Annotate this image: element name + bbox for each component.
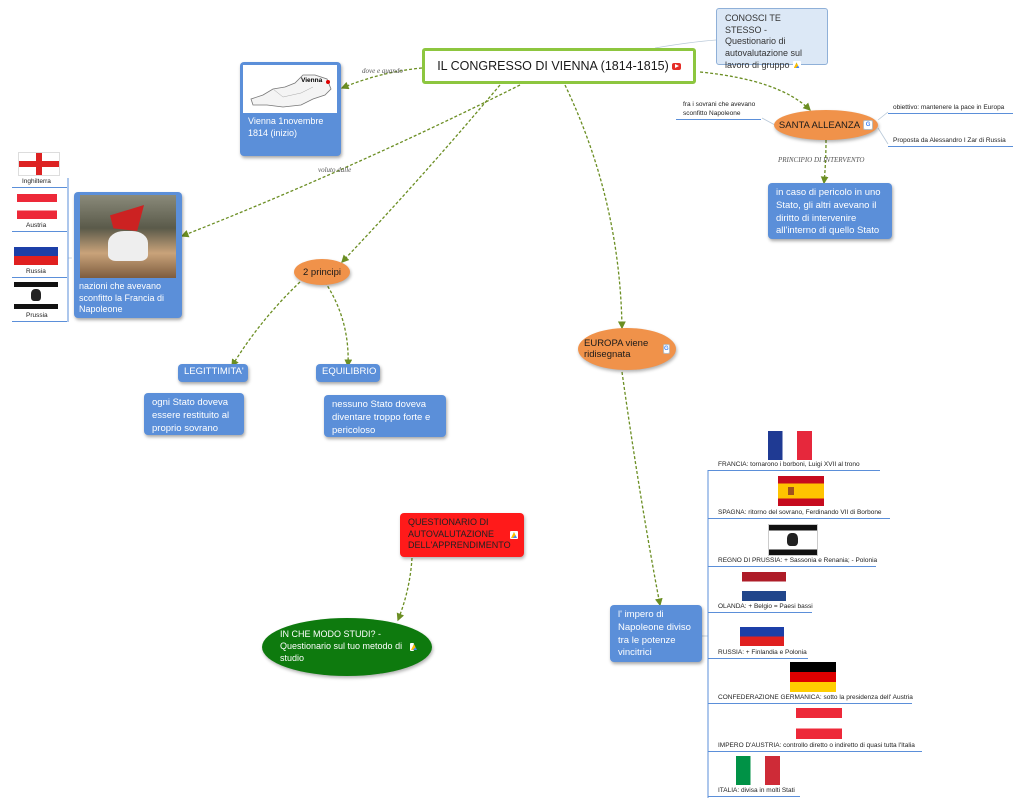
impero-node[interactable]: l' impero di Napoleone diviso tra le pot… [610, 605, 702, 662]
impero-text: l' impero di Napoleone diviso tra le pot… [618, 609, 691, 659]
nations-node[interactable]: nazioni che avevano sconfitto la Francia… [74, 192, 182, 318]
country-label: Prussia [26, 312, 48, 319]
main-title-node[interactable]: IL CONGRESSO DI VIENNA (1814-1815) [422, 48, 696, 84]
vienna-text: Vienna 1novembre 1814 (inizio) [248, 116, 324, 138]
santa-alleanza-label: SANTA ALLEANZA [778, 119, 861, 131]
equilibrio-node[interactable]: EQUILIBRIO [316, 364, 380, 382]
russia-flag-icon [14, 238, 58, 265]
vienna-map-label: Vienna [301, 77, 323, 84]
redistribution-item: FRANCIA: tornarono i borboni, Luigi XVII… [718, 461, 860, 468]
napoleon-painting-image [80, 195, 176, 278]
equilibrio-desc: nessuno Stato doveva diventare troppo fo… [332, 399, 431, 436]
google-icon[interactable]: G [662, 344, 670, 354]
austria-map-icon [250, 74, 332, 108]
redistribution-item: CONFEDERAZIONE GERMANICA: sotto la presi… [718, 694, 913, 701]
netherlands-flag-icon [742, 572, 786, 601]
europa-node[interactable]: EUROPA viene ridisegnata G [578, 328, 676, 370]
prussia-flag-icon [14, 282, 58, 309]
principi-label: 2 principi [302, 266, 342, 278]
conosci-text: CONOSCI TE STESSO - Questionario di auto… [725, 13, 803, 70]
vienna-map-image: Vienna [243, 65, 337, 113]
label-dove-quando: dove e quando [362, 67, 403, 75]
legittimita-label: LEGITTIMITA' [184, 366, 244, 377]
studio-node[interactable]: IN CHE MODO STUDI? - Questionario sul tu… [262, 618, 432, 676]
label-principio-intervento: PRINCIPIO DI INTERVENTO [778, 156, 865, 164]
equilibrio-label: EQUILIBRIO [322, 366, 377, 377]
germany-flag-icon [790, 662, 836, 692]
redistribution-item: ITALIA: divisa in molti Stati [718, 787, 795, 794]
redistribution-item: REGNO DI PRUSSIA: + Sassonia e Renania; … [718, 557, 878, 564]
legittimita-desc: ogni Stato doveva essere restituito al p… [152, 397, 230, 434]
redistribution-item: IMPERO D'AUSTRIA: controllo diretto o in… [718, 742, 915, 749]
drive-icon[interactable] [409, 643, 414, 651]
drive-icon[interactable] [510, 531, 518, 539]
questionario-node[interactable]: QUESTIONARIO DI AUTOVALUTAZIONE DELL'APP… [400, 513, 524, 557]
nations-text: nazioni che avevano sconfitto la Francia… [79, 281, 165, 315]
equilibrio-desc-node[interactable]: nessuno Stato doveva diventare troppo fo… [324, 395, 446, 437]
intervento-node[interactable]: in caso di pericolo in uno Stato, gli al… [768, 183, 892, 239]
vienna-node[interactable]: Vienna Vienna 1novembre 1814 (inizio) [240, 62, 341, 156]
europa-label: EUROPA viene ridisegnata [584, 338, 649, 360]
santa-objective: obiettivo: mantenere la pace in Europa [893, 104, 1005, 111]
redistribution-item: RUSSIA: + Finlandia e Polonia [718, 649, 807, 656]
country-label: Austria [26, 222, 47, 229]
questionario-text: QUESTIONARIO DI AUTOVALUTAZIONE DELL'APP… [408, 517, 511, 551]
austria-flag-icon [796, 708, 842, 739]
conosci-node[interactable]: CONOSCI TE STESSO - Questionario di auto… [716, 8, 828, 70]
studio-text: IN CHE MODO STUDI? - Questionario sul tu… [280, 629, 403, 663]
russia-flag-icon [740, 618, 784, 646]
legittimita-desc-node[interactable]: ogni Stato doveva essere restituito al p… [144, 393, 244, 435]
redistribution-item: SPAGNA: ritorno del sovrano, Ferdinando … [718, 509, 882, 516]
england-flag-icon [18, 152, 60, 176]
youtube-icon[interactable] [671, 62, 681, 70]
vienna-pin-icon [326, 80, 330, 84]
legittimita-node[interactable]: LEGITTIMITA' [178, 364, 248, 382]
country-label: Inghilterra [22, 178, 51, 185]
spain-flag-icon [778, 476, 824, 506]
santa-proposal: Proposta da Alessandro I Zar di Russia [893, 137, 1006, 144]
redistribution-item: OLANDA: + Belgio = Paesi bassi [718, 603, 813, 610]
prussia-flag-icon [768, 524, 818, 556]
santa-left-note: fra i sovrani che avevano sconfitto Napo… [683, 101, 756, 118]
france-flag-icon [768, 431, 812, 460]
intervento-text: in caso di pericolo in uno Stato, gli al… [776, 187, 881, 237]
italy-flag-icon [736, 756, 780, 785]
label-voluto-dalle: voluto dalle [318, 166, 352, 174]
country-label: Russia [26, 268, 46, 275]
principi-node[interactable]: 2 principi [294, 259, 350, 285]
main-title: IL CONGRESSO DI VIENNA (1814-1815) [437, 59, 669, 73]
drive-icon[interactable] [792, 61, 801, 70]
google-icon[interactable]: G [863, 120, 874, 130]
austria-flag-icon [17, 194, 57, 219]
